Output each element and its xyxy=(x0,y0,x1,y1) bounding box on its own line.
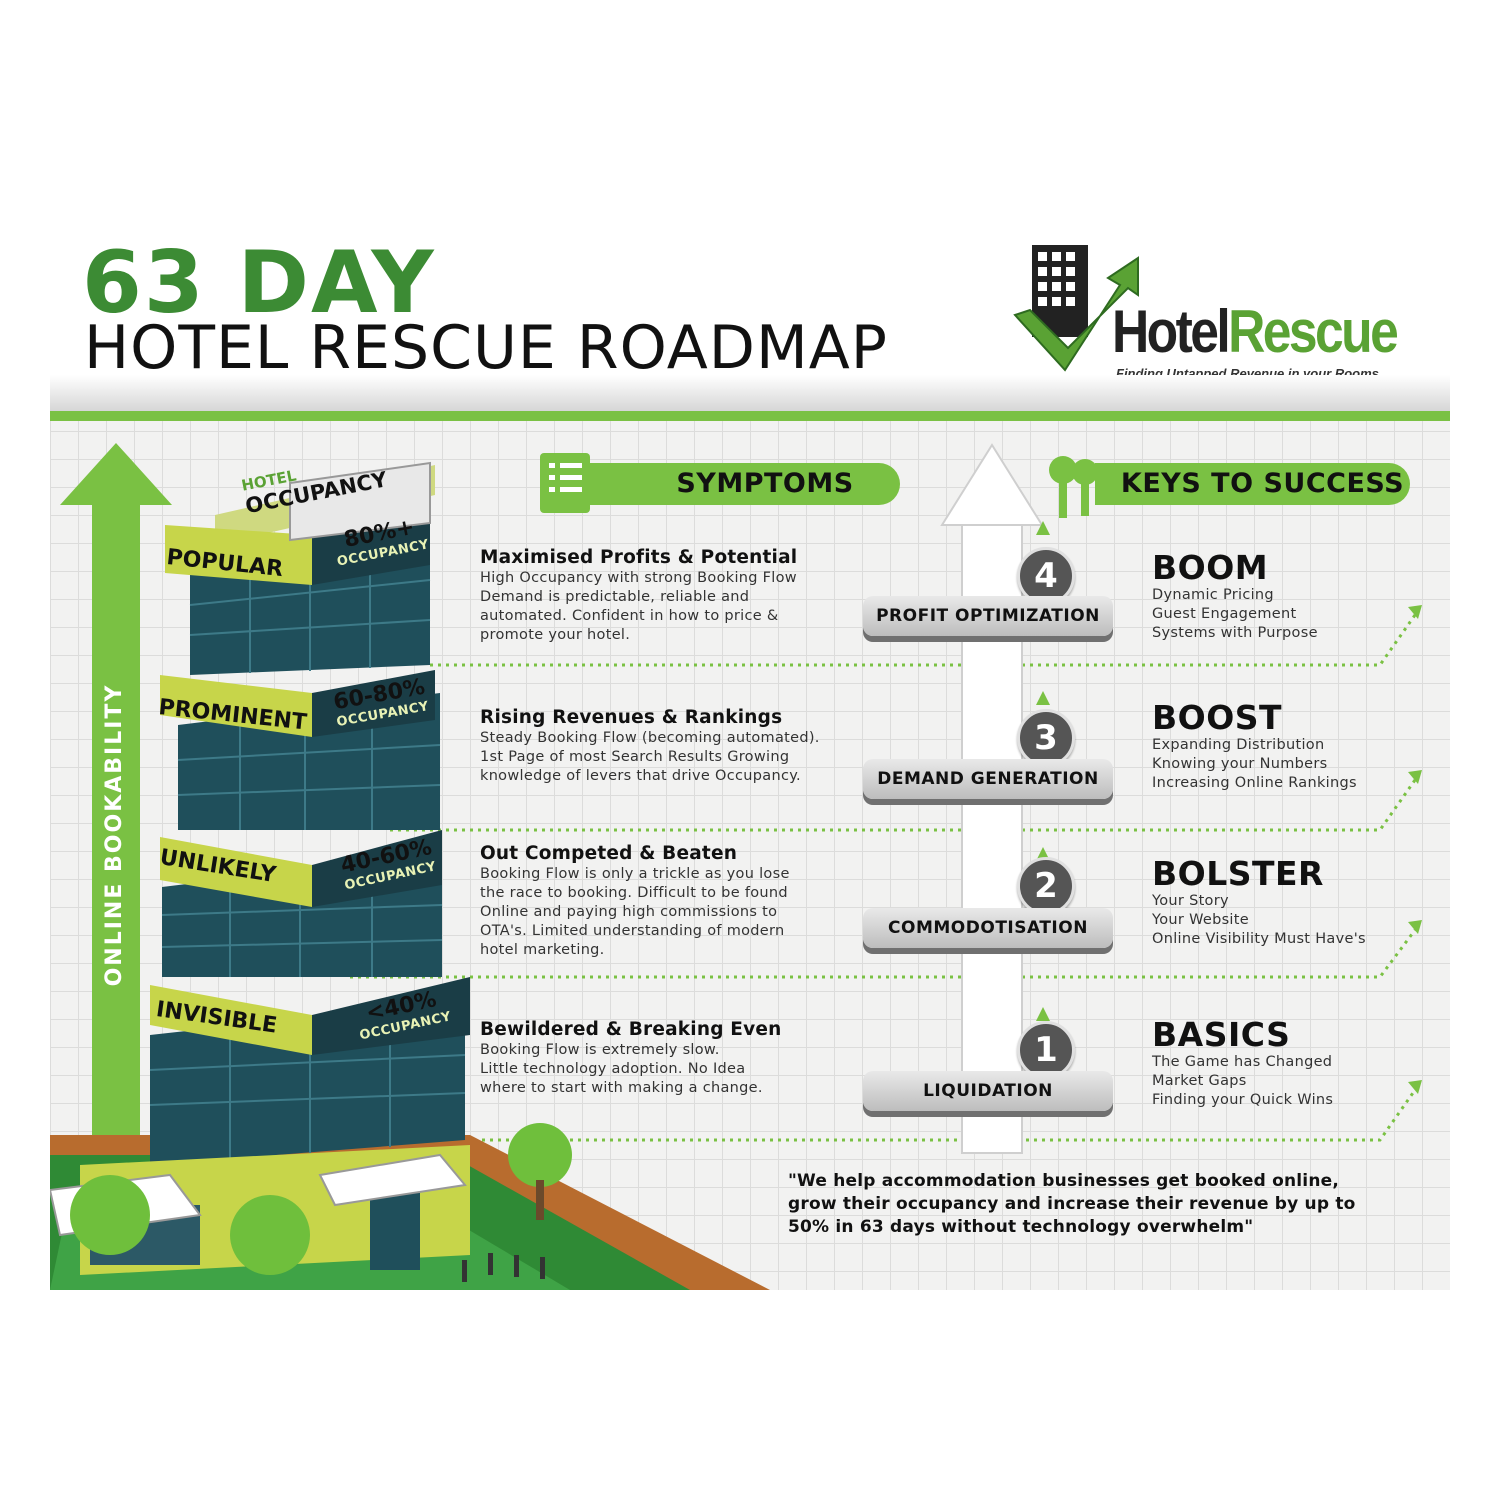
logo-check-arrow-icon xyxy=(1013,256,1139,372)
page-subtitle: HOTEL RESCUE ROADMAP xyxy=(84,313,888,383)
symptom-maximised-profits: Maximised Profits & Potential High Occup… xyxy=(480,547,798,643)
stage-number-3: 3 xyxy=(1017,709,1075,767)
symptoms-header: SYMPTOMS xyxy=(590,463,900,505)
roadmap-graphics xyxy=(50,443,1422,1290)
stage-liquidation: LIQUIDATION xyxy=(863,1071,1113,1111)
stage-number-1: 1 xyxy=(1017,1021,1075,1079)
logo-wordmark: HotelRescue xyxy=(1112,298,1399,365)
panel-green-stripe xyxy=(50,411,1450,421)
hotelrescue-logo xyxy=(1013,245,1139,372)
scroll-list-icon xyxy=(540,453,590,513)
stage-demand-generation: DEMAND GENERATION xyxy=(863,759,1113,799)
rope-posts xyxy=(462,1253,545,1282)
symptom-out-competed: Out Competed & Beaten Booking Flow is on… xyxy=(480,843,790,958)
panel-top-band xyxy=(50,375,1450,411)
tower-window-lines xyxy=(149,540,466,1160)
keys-icon xyxy=(1049,456,1098,518)
axis-label-online-bookability: ONLINE BOOKABILITY xyxy=(102,683,127,987)
page-title: 63 DAY xyxy=(82,233,436,333)
symptom-rising-revenues: Rising Revenues & Rankings Steady Bookin… xyxy=(480,707,820,784)
roadmap-panel: HOTEL OCCUPANCY POPULAR 80%+ OCCUPANCY P… xyxy=(50,375,1450,1290)
hotel-tower xyxy=(149,461,470,1165)
keys-header: KEYS TO SUCCESS xyxy=(1095,463,1410,505)
bookability-axis-arrow xyxy=(60,443,172,1248)
mission-quote: "We help accommodation businesses get bo… xyxy=(788,1171,1356,1237)
stage-profit-optimization: PROFIT OPTIMIZATION xyxy=(863,596,1113,636)
stage-number-2: 2 xyxy=(1017,857,1075,915)
symptom-bewildered: Bewildered & Breaking Even Booking Flow … xyxy=(480,1019,782,1096)
stage-commodotisation: COMMODOTISATION xyxy=(863,908,1113,948)
tree-icons xyxy=(70,1123,572,1275)
dotted-arrow-heads xyxy=(1408,605,1422,1094)
dotted-separators xyxy=(350,614,1417,1142)
